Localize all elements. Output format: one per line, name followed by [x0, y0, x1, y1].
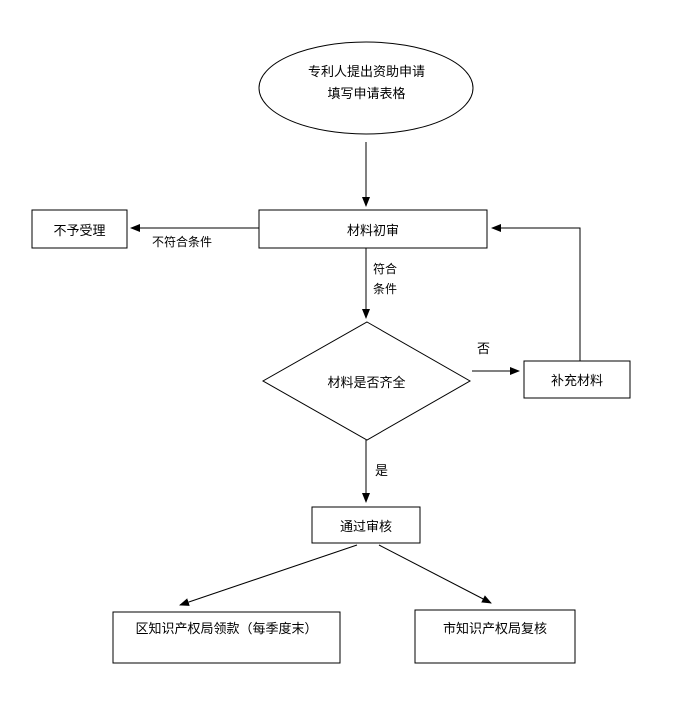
- district-office-node-label: 区知识产权局领款（每季度末）: [135, 622, 318, 637]
- initial-review-node-shape: [258, 209, 488, 249]
- supplement-node-shape: [523, 360, 631, 399]
- start-node-label-line2: 填写申请表格: [327, 87, 406, 102]
- edge-supplement-to-initial-review: [491, 224, 581, 361]
- approved-node-label: 通过审核: [339, 519, 392, 535]
- edge-approved-to-district-office: [179, 544, 358, 606]
- decision-node-shape: [261, 321, 472, 441]
- edge-label-not-meet-conditions: 不符合条件: [152, 235, 213, 249]
- district-office-node-shape: [112, 611, 341, 664]
- edge-label-meet-conditions: 符合 条件: [373, 259, 397, 299]
- edge-approved-to-city-office: [378, 544, 492, 604]
- edge-label-meet-conditions-line1: 符合: [373, 262, 398, 276]
- reject-node-shape: [31, 209, 128, 249]
- edge-label-no: 否: [477, 342, 491, 357]
- start-node-label: 专利人提出资助申请 填写申请表格: [256, 62, 477, 106]
- approved-node-shape: [311, 506, 421, 544]
- supplement-node-label: 补充材料: [550, 374, 603, 389]
- edge-label-meet-conditions-line2: 条件: [373, 282, 398, 296]
- decision-node-label: 材料是否齐全: [327, 375, 406, 391]
- city-office-node-shape: [414, 609, 576, 664]
- city-office-node-label: 市知识产权局复核: [442, 622, 547, 637]
- start-node-shape: [258, 41, 474, 135]
- start-node-label-line1: 专利人提出资助申请: [307, 65, 425, 80]
- edge-label-yes: 是: [375, 464, 389, 479]
- initial-review-node-label: 材料初审: [346, 223, 399, 239]
- reject-node-label: 不予受理: [53, 223, 106, 239]
